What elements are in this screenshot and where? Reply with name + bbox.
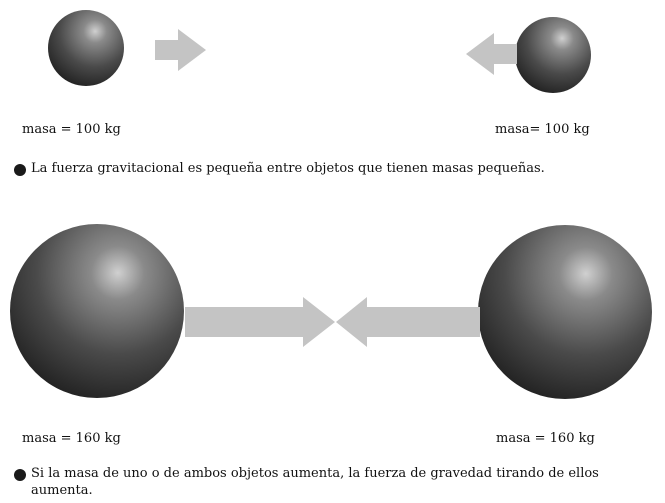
force-arrow-left-large bbox=[336, 297, 480, 347]
small-mass-right-sphere bbox=[515, 17, 591, 93]
mass-label-top-left: masa = 100 kg bbox=[22, 122, 121, 137]
mass-label-bottom-right: masa = 160 kg bbox=[496, 431, 595, 446]
caption-small-masses: La fuerza gravitacional es pequeña entre… bbox=[31, 161, 545, 176]
mass-label-bottom-left: masa = 160 kg bbox=[22, 431, 121, 446]
caption-large-masses: Si la masa de uno o de ambos objetos aum… bbox=[31, 466, 599, 498]
bullet-icon bbox=[14, 164, 26, 176]
large-mass-right-sphere bbox=[478, 225, 652, 399]
force-arrow-left-small bbox=[466, 33, 517, 75]
mass-label-top-right: masa= 100 kg bbox=[495, 122, 590, 137]
bullet-icon bbox=[14, 469, 26, 481]
force-arrow-right-small bbox=[155, 29, 206, 71]
force-arrow-right-large bbox=[185, 297, 335, 347]
large-mass-left-sphere bbox=[10, 224, 184, 398]
small-mass-left-sphere bbox=[48, 10, 124, 86]
